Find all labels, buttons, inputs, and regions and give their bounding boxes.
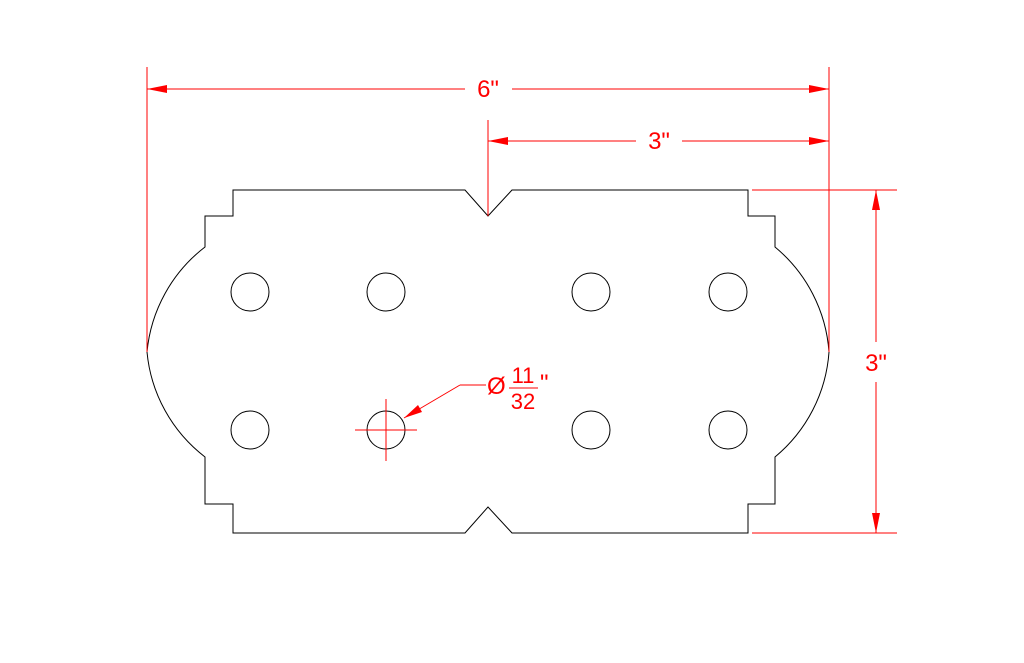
center-mark: [355, 399, 417, 461]
hole-diameter-callout: Ø 11 32 ": [403, 363, 549, 419]
extension-lines: [146, 67, 897, 534]
diameter-symbol: Ø: [487, 373, 506, 400]
hole: [571, 272, 611, 312]
hole: [571, 410, 611, 450]
hole: [708, 272, 748, 312]
dimension-label-height: 3": [865, 350, 887, 377]
hole: [230, 272, 270, 312]
inch-mark: ": [540, 370, 549, 397]
dimension-overall-width: 6": [147, 76, 829, 103]
dimension-height: 3": [865, 190, 887, 533]
dimension-half-width: 3": [488, 128, 829, 155]
dimension-label-overall: 6": [477, 76, 499, 103]
hole: [230, 410, 270, 450]
hole: [708, 410, 748, 450]
hole: [366, 272, 406, 312]
fraction-denominator: 32: [511, 389, 535, 414]
fraction-numerator: 11: [512, 363, 535, 388]
holes: [230, 272, 748, 450]
dimension-label-half: 3": [648, 128, 670, 155]
plate-outline: [146, 189, 830, 534]
